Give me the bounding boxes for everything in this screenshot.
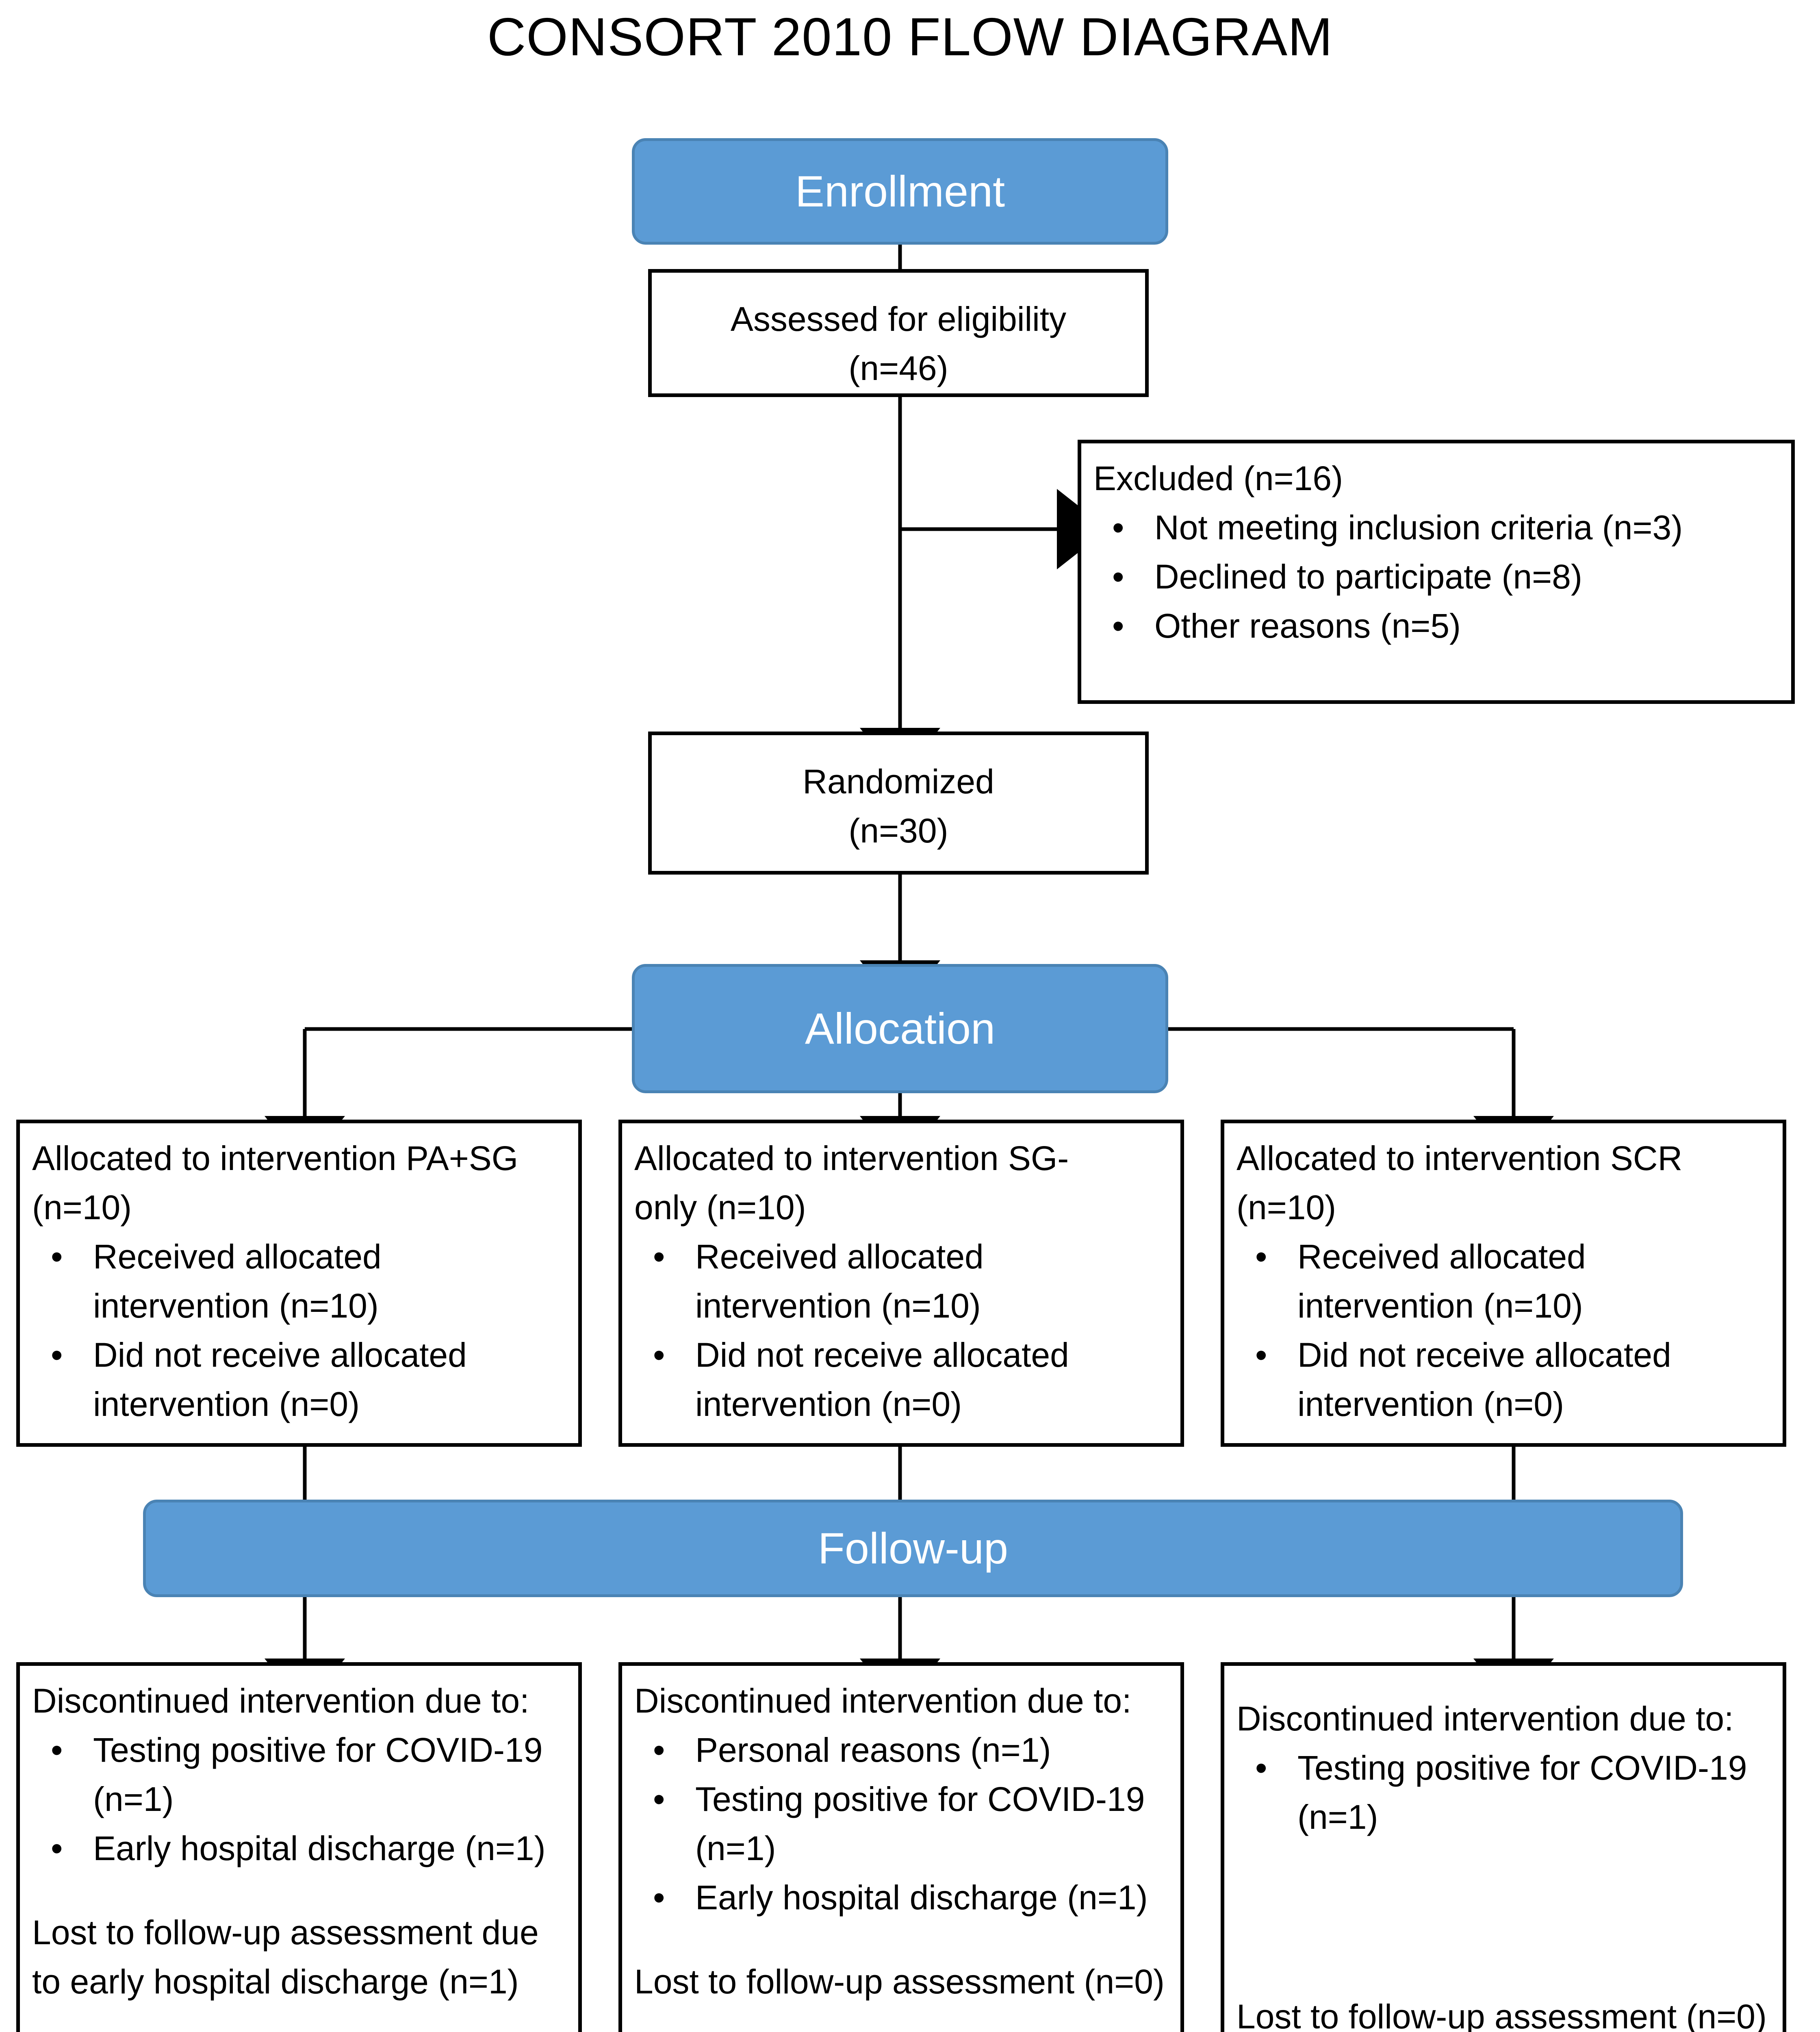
list-item: Personal reasons (n=1) <box>634 1726 1168 1775</box>
followup-heading: Discontinued intervention due to: <box>32 1682 529 1720</box>
allocation-heading-line-2: only (n=10) <box>634 1188 806 1227</box>
list-item: Testing positive for COVID-19 (n=1) <box>32 1726 566 1824</box>
box-followup-scr: Discontinued intervention due to: Testin… <box>1221 1662 1786 2032</box>
box-allocation-scr: Allocated to intervention SCR (n=10) Rec… <box>1221 1120 1786 1447</box>
list-item: Testing positive for COVID-19 (n=1) <box>1236 1743 1770 1842</box>
list-item: Other reasons (n=5) <box>1093 601 1779 651</box>
excluded-reason-list: Not meeting inclusion criteria (n=3) Dec… <box>1093 503 1779 651</box>
box-excluded: Excluded (n=16) Not meeting inclusion cr… <box>1078 440 1795 704</box>
stage-banner-allocation-label: Allocation <box>805 1004 996 1053</box>
spacer <box>32 1873 566 1908</box>
list-item: Received allocated intervention (n=10) <box>634 1232 1168 1331</box>
box-allocation-sg-only: Allocated to intervention SG- only (n=10… <box>618 1120 1184 1447</box>
followup-heading: Discontinued intervention due to: <box>1236 1700 1734 1738</box>
list-item: Early hospital discharge (n=1) <box>634 1873 1168 1922</box>
allocation-detail-list: Received allocated intervention (n=10) D… <box>634 1232 1168 1429</box>
allocation-heading-line-1: Allocated to intervention PA+SG <box>32 1139 518 1177</box>
allocation-heading-line-2: (n=10) <box>32 1188 132 1227</box>
box-followup-pa-sg: Discontinued intervention due to: Testin… <box>16 1662 582 2032</box>
box-assessed-for-eligibility: Assessed for eligibility (n=46) <box>648 269 1149 397</box>
allocation-heading-line-1: Allocated to intervention SCR <box>1236 1139 1683 1177</box>
stage-banner-enrollment: Enrollment <box>632 138 1168 245</box>
allocation-heading-line-1: Allocated to intervention SG- <box>634 1139 1069 1177</box>
followup-reason-list: Testing positive for COVID-19 (n=1) Earl… <box>32 1726 566 1873</box>
list-item: Early hospital discharge (n=1) <box>32 1824 566 1873</box>
list-item: Not meeting inclusion criteria (n=3) <box>1093 503 1779 552</box>
stage-banner-allocation: Allocation <box>632 964 1168 1093</box>
spacer <box>634 1922 1168 1957</box>
list-item: Declined to participate (n=8) <box>1093 552 1779 601</box>
list-item: Testing positive for COVID-19 (n=1) <box>634 1775 1168 1873</box>
followup-heading: Discontinued intervention due to: <box>634 1682 1132 1720</box>
list-item: Received allocated intervention (n=10) <box>1236 1232 1770 1331</box>
spacer <box>1236 1842 1770 1992</box>
randomized-line-2: (n=30) <box>848 811 948 850</box>
stage-banner-followup-label: Follow-up <box>818 1524 1009 1573</box>
followup-reason-list: Personal reasons (n=1) Testing positive … <box>634 1726 1168 1922</box>
list-item: Did not receive allocated intervention (… <box>1236 1331 1770 1429</box>
allocation-detail-list: Received allocated intervention (n=10) D… <box>32 1232 566 1429</box>
box-randomized: Randomized (n=30) <box>648 732 1149 875</box>
assessed-line-1: Assessed for eligibility <box>730 300 1067 338</box>
list-item: Did not receive allocated intervention (… <box>634 1331 1168 1429</box>
followup-lost-text: Lost to follow-up assessment due to earl… <box>32 1913 539 2001</box>
list-item: Received allocated intervention (n=10) <box>32 1232 566 1331</box>
box-allocation-pa-sg: Allocated to intervention PA+SG (n=10) R… <box>16 1120 582 1447</box>
randomized-line-1: Randomized <box>803 762 994 801</box>
stage-banner-followup: Follow-up <box>143 1500 1683 1597</box>
followup-lost-text: Lost to follow-up assessment (n=0) <box>634 1962 1165 2001</box>
stage-banner-enrollment-label: Enrollment <box>795 167 1005 216</box>
list-item: Did not receive allocated intervention (… <box>32 1331 566 1429</box>
allocation-heading-line-2: (n=10) <box>1236 1188 1336 1227</box>
followup-reason-list: Testing positive for COVID-19 (n=1) <box>1236 1743 1770 1842</box>
page-title: CONSORT 2010 FLOW DIAGRAM <box>487 7 1333 67</box>
allocation-detail-list: Received allocated intervention (n=10) D… <box>1236 1232 1770 1429</box>
box-followup-sg-only: Discontinued intervention due to: Person… <box>618 1662 1184 2032</box>
assessed-line-2: (n=46) <box>848 349 948 387</box>
excluded-heading: Excluded (n=16) <box>1093 459 1343 497</box>
followup-lost-text: Lost to follow-up assessment (n=0) <box>1236 1997 1767 2032</box>
